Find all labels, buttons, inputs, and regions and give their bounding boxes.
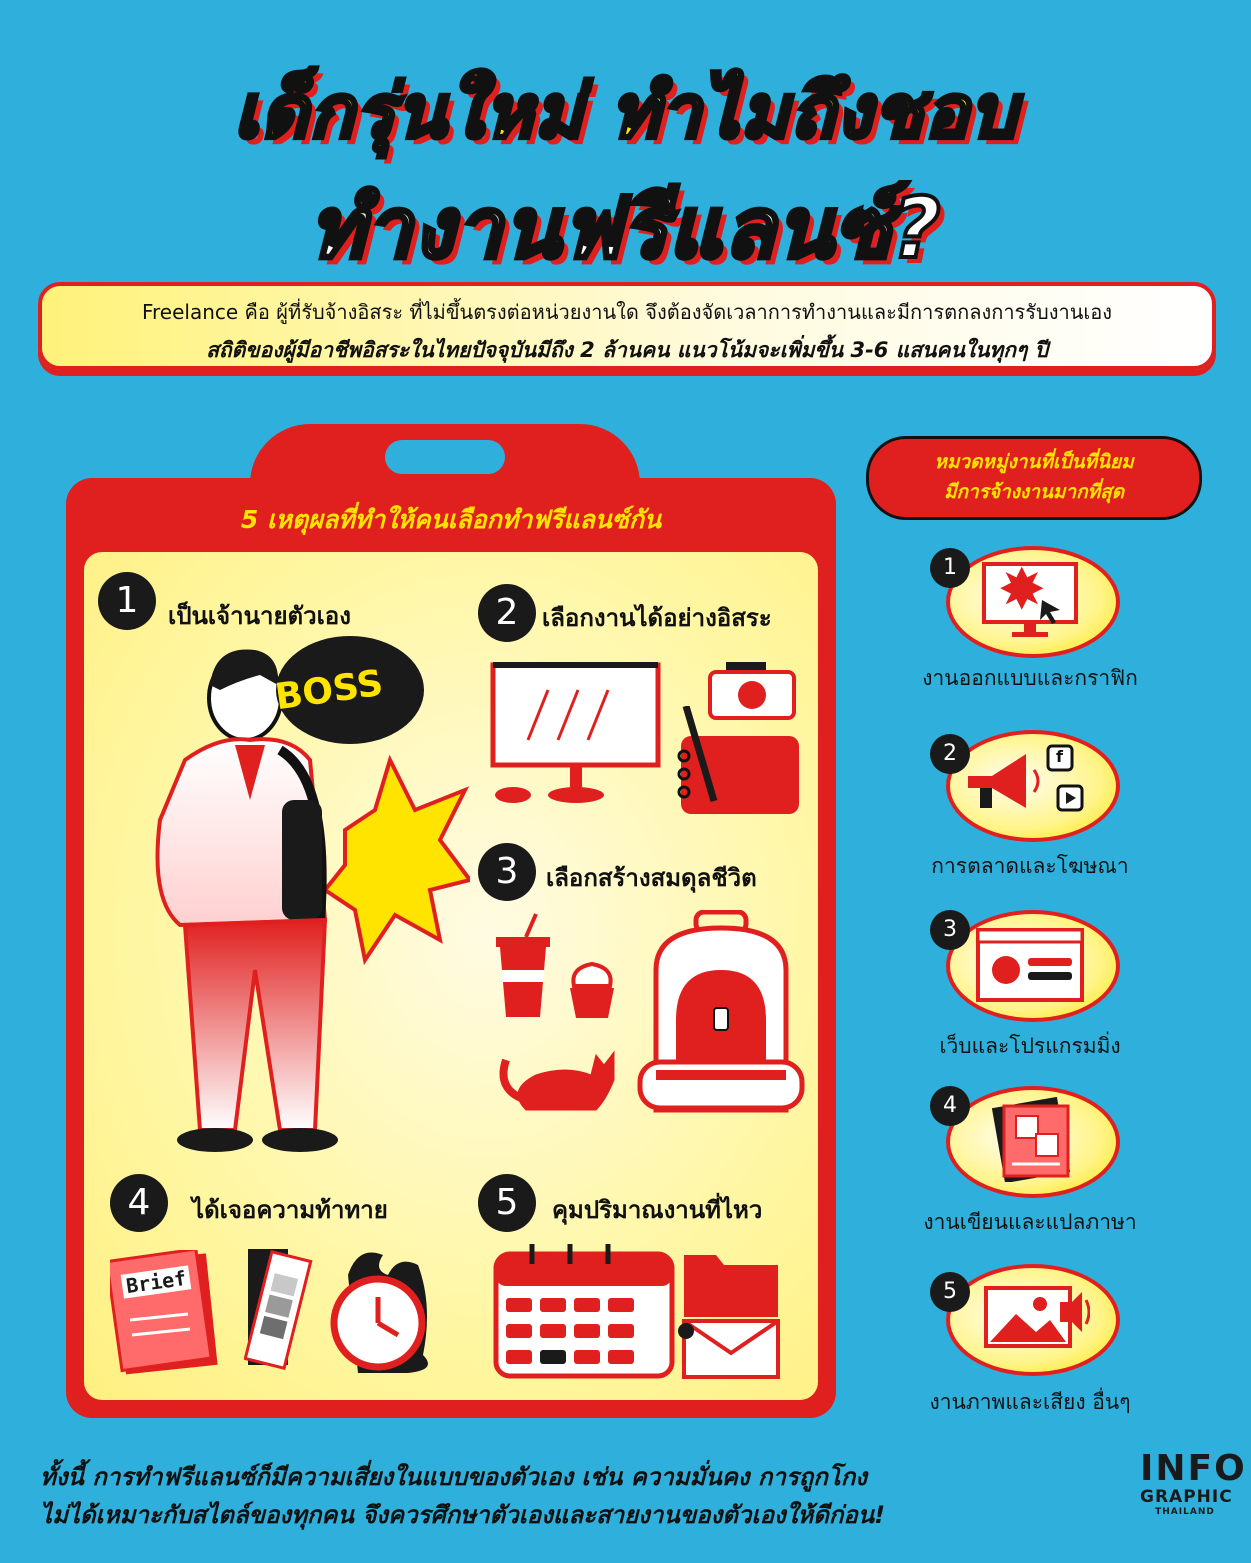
categories-header-line1: หมวดหมู่งานที่เป็นที่นิยม (934, 451, 1134, 473)
boss-speech-bubble (276, 636, 424, 744)
web-window-icon (976, 928, 1084, 1002)
logo-line2: GRAPHIC (1140, 1487, 1233, 1507)
category-number-4: 4 (930, 1086, 970, 1126)
category-number-1: 1 (930, 548, 970, 588)
reason-number-1: 1 (98, 572, 156, 630)
infographic-thailand-logo: INFO GRAPHIC THAILAND (1140, 1448, 1247, 1518)
category-label-2: การตลาดและโฆษณา (931, 854, 1129, 878)
reason-number-4: 4 (110, 1174, 168, 1232)
folder-envelope-icon (678, 1255, 780, 1379)
reason-label-1: เป็นเจ้านายตัวเอง (168, 602, 351, 630)
reason-number-3: 3 (478, 843, 536, 901)
categories-header-line2: มีการจ้างงานมากที่สุด (943, 481, 1125, 503)
intro-definition: Freelance คือ ผู้ที่รับจ้างอิสระ ที่ไม่ข… (141, 300, 1113, 324)
facebook-icon: f (1056, 747, 1063, 766)
color-swatch-icon (244, 1249, 313, 1370)
category-number-5: 5 (930, 1272, 970, 1312)
reason-label-3: เลือกสร้างสมดุลชีวิต (546, 864, 757, 892)
monitor-design-icon (982, 562, 1078, 637)
calendar-icon (493, 1244, 675, 1379)
reason-label-4: ได้เจอความท้าทาย (192, 1196, 388, 1224)
reason-label-5: คุมปริมาณงานที่ไหว (552, 1196, 763, 1224)
megaphone-icon (968, 744, 1084, 812)
intro-box: Freelance คือ ผู้ที่รับจ้างอิสระ ที่ไม่ข… (38, 282, 1216, 370)
reason-number-5: 5 (478, 1174, 536, 1232)
card-hanger-hole (385, 440, 505, 474)
footer-line1: ทั้งนี้ การทำฟรีแลนซ์ก็มีความเสี่ยงในแบบ… (40, 1463, 867, 1491)
alarm-clock-icon (330, 1252, 428, 1373)
cat-icon (499, 1050, 615, 1111)
drink-cup-icon (496, 913, 550, 1017)
logo-line1: INFO (1140, 1448, 1247, 1489)
reasons-card-header: 5 เหตุผลที่ทำให้คนเลือกทำฟรีแลนซ์กัน (240, 505, 662, 534)
reason-label-2: เลือกงานได้อย่างอิสระ (542, 604, 772, 632)
category-label-4: งานเขียนและแปลภาษา (923, 1210, 1137, 1234)
page-title-line2: ทำงานฟรีแลนซ์? (307, 177, 943, 279)
camera-icon (708, 662, 796, 720)
image-sound-icon (984, 1286, 1090, 1348)
cupcake-icon (570, 961, 614, 1018)
footer-note: ทั้งนี้ การทำฟรีแลนซ์ก็มีความเสี่ยงในแบบ… (40, 1458, 1120, 1534)
monitor-icon (490, 662, 661, 803)
footer-line2: ไม่ได้เหมาะกับสไตล์ของทุกคน จึงควรศึกษาต… (40, 1501, 886, 1529)
category-label-5: งานภาพและเสียง อื่นๆ (929, 1390, 1131, 1414)
sketchbook-icon (677, 706, 799, 814)
reason-number-2: 2 (478, 584, 536, 642)
page-title-line1: เด็กรุ่นใหม่ ทำไมถึงชอบ (232, 67, 1019, 157)
translate-doc-icon (991, 1096, 1071, 1182)
category-number-3: 3 (930, 910, 970, 950)
category-label-3: เว็บและโปรแกรมมิ่ง (939, 1034, 1121, 1058)
category-number-2: 2 (930, 734, 970, 774)
logo-line3: THAILAND (1155, 1507, 1215, 1517)
backpack-icon (637, 910, 805, 1113)
businessman-illustration (155, 649, 470, 1152)
category-label-1: งานออกแบบและกราฟิก (922, 666, 1138, 690)
intro-statistic: สถิติของผู้มีอาชีพอิสระในไทยปัจจุบันมีถึ… (206, 338, 1048, 362)
categories-header: หมวดหมู่งานที่เป็นที่นิยม มีการจ้างงานมา… (866, 436, 1202, 520)
